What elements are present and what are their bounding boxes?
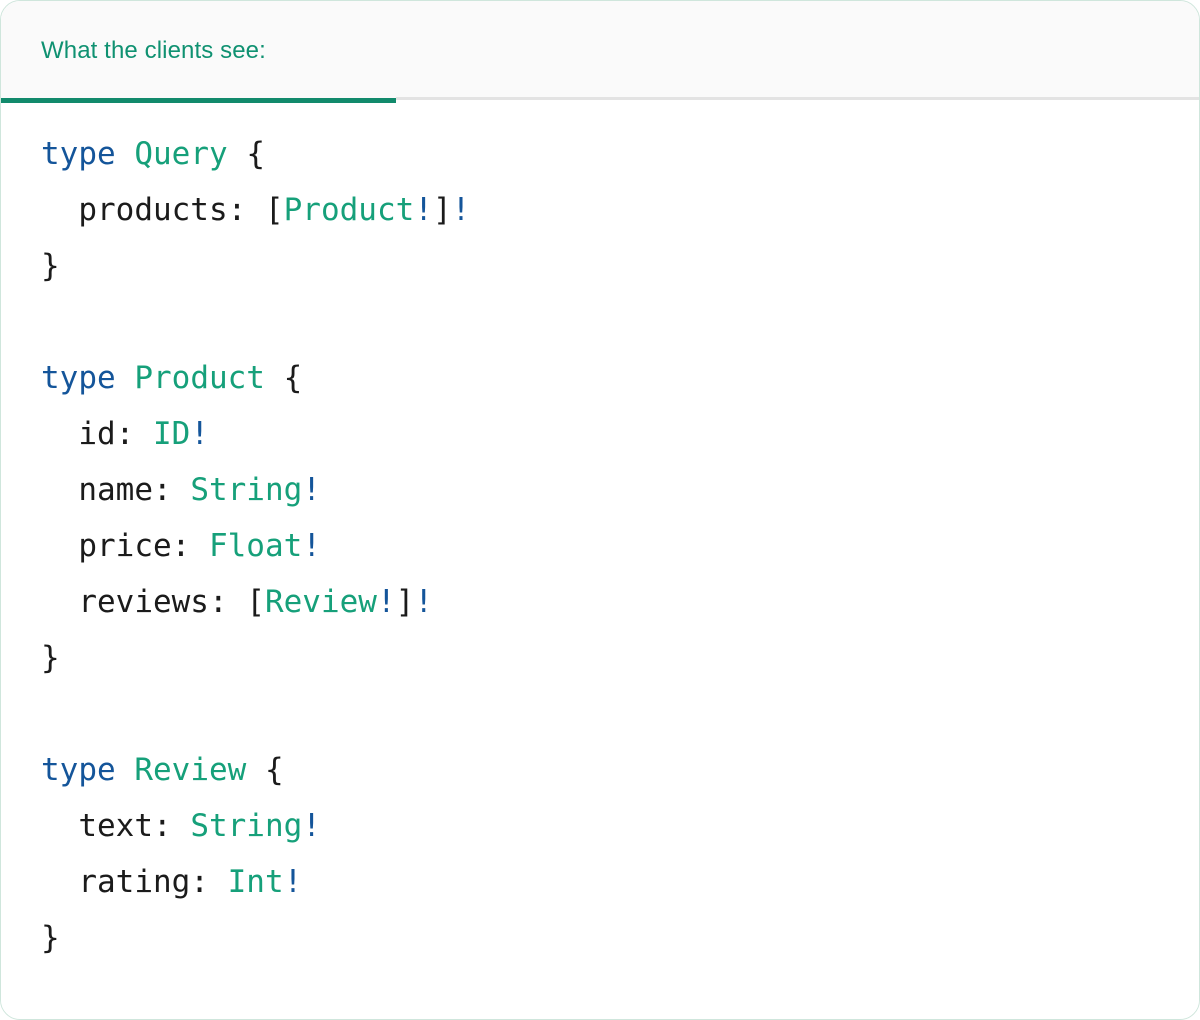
- code-token-kw: type: [41, 136, 116, 172]
- code-line: price: Float!: [41, 528, 321, 564]
- code-line: }: [41, 640, 60, 676]
- code-token-bang: !: [414, 192, 433, 228]
- code-token-bang: !: [283, 864, 303, 900]
- code-token-type: String: [190, 472, 303, 508]
- code-line: }: [41, 248, 60, 284]
- code-token-bang: !: [302, 808, 321, 844]
- code-token-bang: !: [451, 192, 471, 228]
- code-line: text: String!: [41, 808, 321, 844]
- code-token-punc: }: [41, 920, 60, 956]
- code-token-punc: [116, 752, 135, 788]
- code-line: }: [41, 920, 60, 956]
- code-panel: type Query { products: [Product!]! } typ…: [1, 100, 1199, 1018]
- code-token-bang: !: [190, 416, 209, 452]
- code-token-type: Query: [134, 136, 228, 172]
- tab-what-the-clients-see[interactable]: What the clients see:: [1, 1, 396, 103]
- code-token-bang: !: [302, 472, 321, 508]
- code-token-field: reviews:: [41, 584, 247, 620]
- code-token-type: Int: [227, 864, 284, 900]
- code-token-type: Review: [134, 752, 247, 788]
- code-token-punc: [116, 360, 135, 396]
- code-line: reviews: [Review!]!: [41, 584, 433, 620]
- code-token-field: text:: [41, 808, 191, 844]
- code-token-field: id:: [41, 416, 153, 452]
- code-token-punc: {: [264, 360, 303, 396]
- code-token-type: String: [190, 808, 303, 844]
- code-token-punc: }: [41, 248, 60, 284]
- code-token-punc: [116, 136, 135, 172]
- code-token-punc: ]: [395, 584, 415, 620]
- code-token-type: Product: [134, 360, 265, 396]
- code-line: products: [Product!]!: [41, 192, 470, 228]
- tab-active-underline: [1, 98, 396, 103]
- code-token-punc: {: [227, 136, 265, 172]
- code-token-kw: type: [41, 752, 116, 788]
- code-token-punc: ]: [432, 192, 452, 228]
- code-token-bang: !: [302, 528, 321, 564]
- code-token-punc: }: [41, 640, 60, 676]
- code-token-field: name:: [41, 472, 191, 508]
- code-line: type Review {: [41, 752, 284, 788]
- code-line: type Query {: [41, 136, 265, 172]
- tab-bar: What the clients see:: [1, 1, 1199, 103]
- code-line: id: ID!: [41, 416, 209, 452]
- code-line: [41, 294, 1199, 350]
- code-token-bang: !: [376, 584, 396, 620]
- code-token-field: products:: [41, 192, 265, 228]
- code-token-bang: !: [414, 584, 433, 620]
- code-token-type: Product: [283, 192, 415, 228]
- code-token-punc: [: [264, 192, 284, 228]
- code-line: [41, 686, 1199, 742]
- tab-label: What the clients see:: [41, 36, 266, 64]
- code-line: type Product {: [41, 360, 302, 396]
- code-line: rating: Int!: [41, 864, 302, 900]
- code-token-type: Review: [264, 584, 377, 620]
- code-token-field: rating:: [41, 864, 228, 900]
- code-token-type: Float: [208, 528, 303, 564]
- code-token-field: price:: [41, 528, 209, 564]
- code-token-punc: [: [246, 584, 265, 620]
- code-token-kw: type: [41, 360, 116, 396]
- graphql-schema-code[interactable]: type Query { products: [Product!]! } typ…: [1, 126, 1199, 966]
- code-token-punc: {: [246, 752, 284, 788]
- code-line: name: String!: [41, 472, 321, 508]
- code-token-type: ID: [152, 416, 191, 452]
